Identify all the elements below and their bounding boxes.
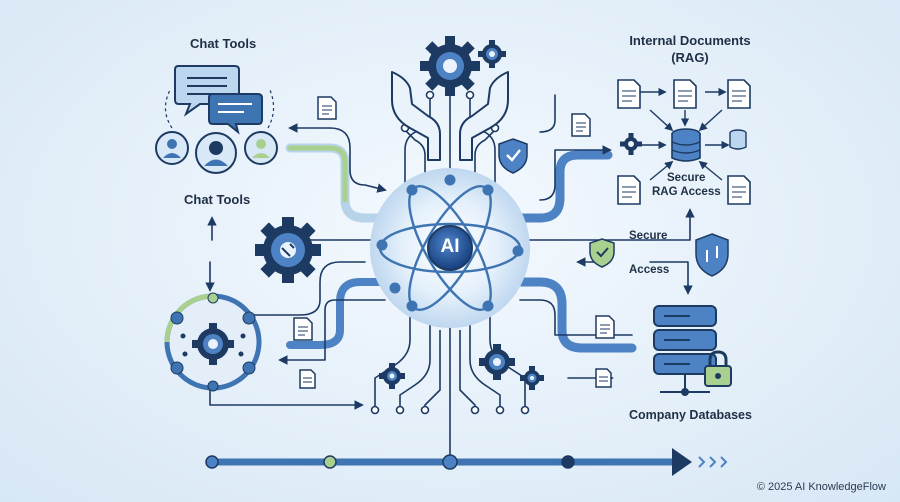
server-database-icon: [653, 305, 717, 396]
gear-icon: [479, 344, 515, 380]
database-icon: [729, 129, 747, 150]
flow-bands: [285, 143, 637, 353]
internal-docs-title-line2: (RAG): [671, 50, 709, 65]
gear-icon: [255, 217, 321, 283]
person-avatar-icon: [244, 131, 278, 165]
access-label: Access: [629, 264, 670, 276]
document-icon: [617, 79, 641, 109]
rag-network: [640, 87, 730, 181]
chat-bubbles-icon: [164, 65, 275, 135]
document-icon: [317, 96, 337, 120]
company-databases-title: Company Databases: [629, 408, 752, 422]
ai-atom: [370, 168, 530, 328]
shield-check-icon: [589, 238, 615, 268]
gear-icon: [420, 36, 480, 96]
shield-lock-icon: [695, 233, 729, 277]
document-icon: [595, 368, 612, 388]
document-icon: [299, 369, 316, 389]
secure-label: Secure: [629, 230, 668, 242]
person-avatar-icon: [155, 131, 189, 165]
gear-icon: [520, 366, 544, 390]
document-icon: [727, 79, 751, 109]
document-icon: [571, 113, 591, 137]
hands-icon: [391, 71, 509, 161]
timeline-bar: [205, 448, 728, 476]
shield-check-icon: [498, 138, 528, 174]
gear-icon: [478, 40, 506, 68]
database-icon: [671, 128, 701, 162]
document-icon: [293, 317, 313, 341]
secure-rag-label-line2: RAG Access: [652, 186, 721, 198]
connector-lines: [205, 94, 695, 410]
team-network-icon: [164, 292, 262, 392]
person-avatar-icon: [195, 132, 237, 174]
document-icon: [727, 175, 751, 205]
document-icon: [617, 175, 641, 205]
ai-core-label: AI: [440, 236, 460, 257]
gear-icon: [379, 363, 405, 389]
lock-icon: [704, 350, 732, 387]
secure-rag-label-line1: Secure: [667, 172, 706, 184]
footer-copyright: © 2025 AI KnowledgeFlow: [756, 481, 886, 493]
document-icon: [673, 79, 697, 109]
chat-tools-title-top: Chat Tools: [190, 36, 257, 51]
gear-icon: [620, 133, 642, 155]
circuit-tree-bottom: [370, 315, 530, 455]
internal-docs-title-line1: Internal Documents: [629, 33, 751, 48]
chat-tools-title-mid: Chat Tools: [184, 192, 251, 207]
document-icon: [595, 315, 615, 339]
